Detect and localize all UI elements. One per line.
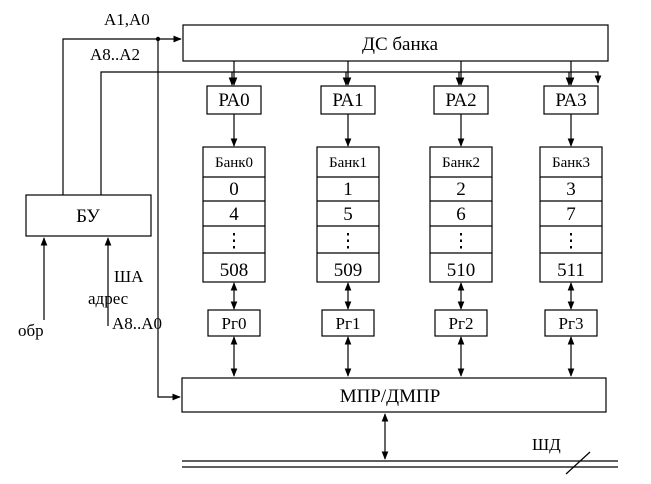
sha-label: ША	[114, 267, 144, 286]
data-bus-slash	[565, 451, 591, 475]
bank-decoder-label: ДС банка	[362, 34, 439, 55]
bank1-name: Банк1	[329, 155, 367, 171]
bank0-ra-label: РА0	[218, 90, 249, 111]
bank2-cell: 2	[456, 179, 466, 200]
bank0-box	[202, 146, 266, 283]
bank3-box	[539, 146, 603, 283]
bank2-cell: 510	[447, 260, 476, 281]
control-unit-label: БУ	[76, 206, 100, 227]
addr-a8a2-label: A8..A2	[90, 45, 140, 64]
bank2-reg-label: Рг2	[449, 314, 474, 333]
bank1-box	[316, 146, 380, 283]
addr-a8a0-label: A8..A0	[112, 314, 162, 333]
bank2-reg-box	[434, 309, 488, 337]
op-label: обр	[18, 321, 44, 340]
bank0-reg-label: Рг0	[222, 314, 247, 333]
bank0-cell: 0	[229, 179, 239, 200]
bank2-ra-label: РА2	[445, 90, 476, 111]
addr-a1a0-label: A1,A0	[104, 10, 150, 29]
bank3-reg-box	[544, 309, 598, 337]
bank3-ra-label: РА3	[555, 90, 586, 111]
bank2-cell: ⋮	[452, 231, 471, 252]
bank1-cell: 5	[343, 204, 353, 225]
bank1-ra-box	[320, 85, 376, 115]
bank1-reg-label: Рг1	[336, 314, 361, 333]
bank3-cell: 7	[566, 204, 576, 225]
bank0-name: Банк0	[215, 155, 253, 171]
bank3-cell: 511	[557, 260, 585, 281]
a1a0-to-mux-line	[157, 39, 181, 401]
a8a2-bus-line	[100, 71, 602, 195]
bank0-cell: ⋮	[225, 231, 244, 252]
bank2-name: Банк2	[442, 155, 480, 171]
control-unit-box	[25, 194, 152, 237]
bank2-cell: 6	[456, 204, 466, 225]
bank1-reg-box	[321, 309, 375, 337]
bank0-cell: 508	[220, 260, 249, 281]
a1a0-line	[62, 35, 182, 195]
bank0-reg-box	[207, 309, 261, 337]
data-bus-label: ШД	[532, 435, 561, 454]
bank1-cell: 1	[343, 179, 353, 200]
bank-decoder-box	[182, 24, 609, 62]
bank0-cell: 4	[229, 204, 239, 225]
bank1-cell: ⋮	[339, 231, 358, 252]
bank3-name: Банк3	[552, 155, 590, 171]
bank3-reg-label: Рг3	[559, 314, 584, 333]
bank1-ra-label: РА1	[332, 90, 363, 111]
mux-demux-label: МПР/ДМПР	[340, 386, 441, 407]
bank3-cell: 3	[566, 179, 576, 200]
bank2-ra-box	[433, 85, 489, 115]
bank3-cell: ⋮	[562, 231, 581, 252]
mux-demux-box	[181, 377, 607, 413]
bank1-cell: 509	[334, 260, 363, 281]
bank2-box	[429, 146, 493, 283]
